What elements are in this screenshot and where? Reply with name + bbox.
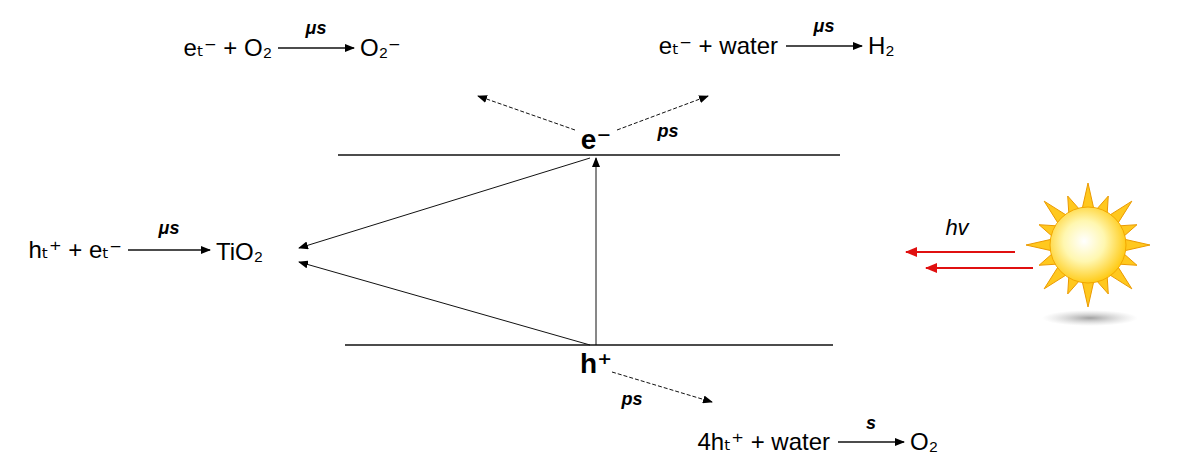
reaction-reactants: hₜ⁺ + eₜ⁻ [28,238,122,262]
particle-ellipse: e⁻ h⁺ [292,65,884,431]
reaction-product: O₂ [910,430,938,454]
reaction-arrow [128,249,210,250]
electron-label: e⁻ [581,126,611,154]
sun-ray [1123,239,1150,251]
recombination-arrow [299,262,590,345]
reaction-reactants: 4hₜ⁺ + water [698,430,830,454]
reaction-arrow [786,45,862,46]
time-scale: ps [657,122,678,140]
sun-ray [1026,239,1053,251]
time-scale: μs [159,219,180,237]
excitation-arrow [596,158,597,345]
sun-ray [1082,280,1094,307]
time-scale: μs [814,17,835,35]
reaction-product: H₂ [868,34,895,58]
particle-texture [294,67,882,429]
hole-label: h⁺ [580,350,612,378]
transfer-arrow [478,96,575,130]
light-arrow [926,267,1033,269]
particle-body [293,66,883,430]
time-scale: s [866,414,876,432]
reaction-reactants: eₜ⁻ + O₂ [184,36,272,60]
time-scale: ps [621,390,642,408]
conduction-band [338,154,840,156]
time-scale: μs [306,19,327,37]
sun-rays [1026,183,1150,307]
reaction-product: O₂⁻ [360,36,401,60]
sun-core [1050,207,1126,283]
sun-ray [1082,183,1094,210]
reaction-reactants: eₜ⁻ + water [659,34,778,58]
reaction-arrow [838,441,904,442]
recombination-arrow [299,158,590,248]
photon-energy: hv [945,217,968,239]
reaction-arrow [278,47,354,48]
reaction-product: TiO₂ [216,240,263,264]
light-arrow [906,251,1015,253]
sun-shadow [1042,310,1138,326]
